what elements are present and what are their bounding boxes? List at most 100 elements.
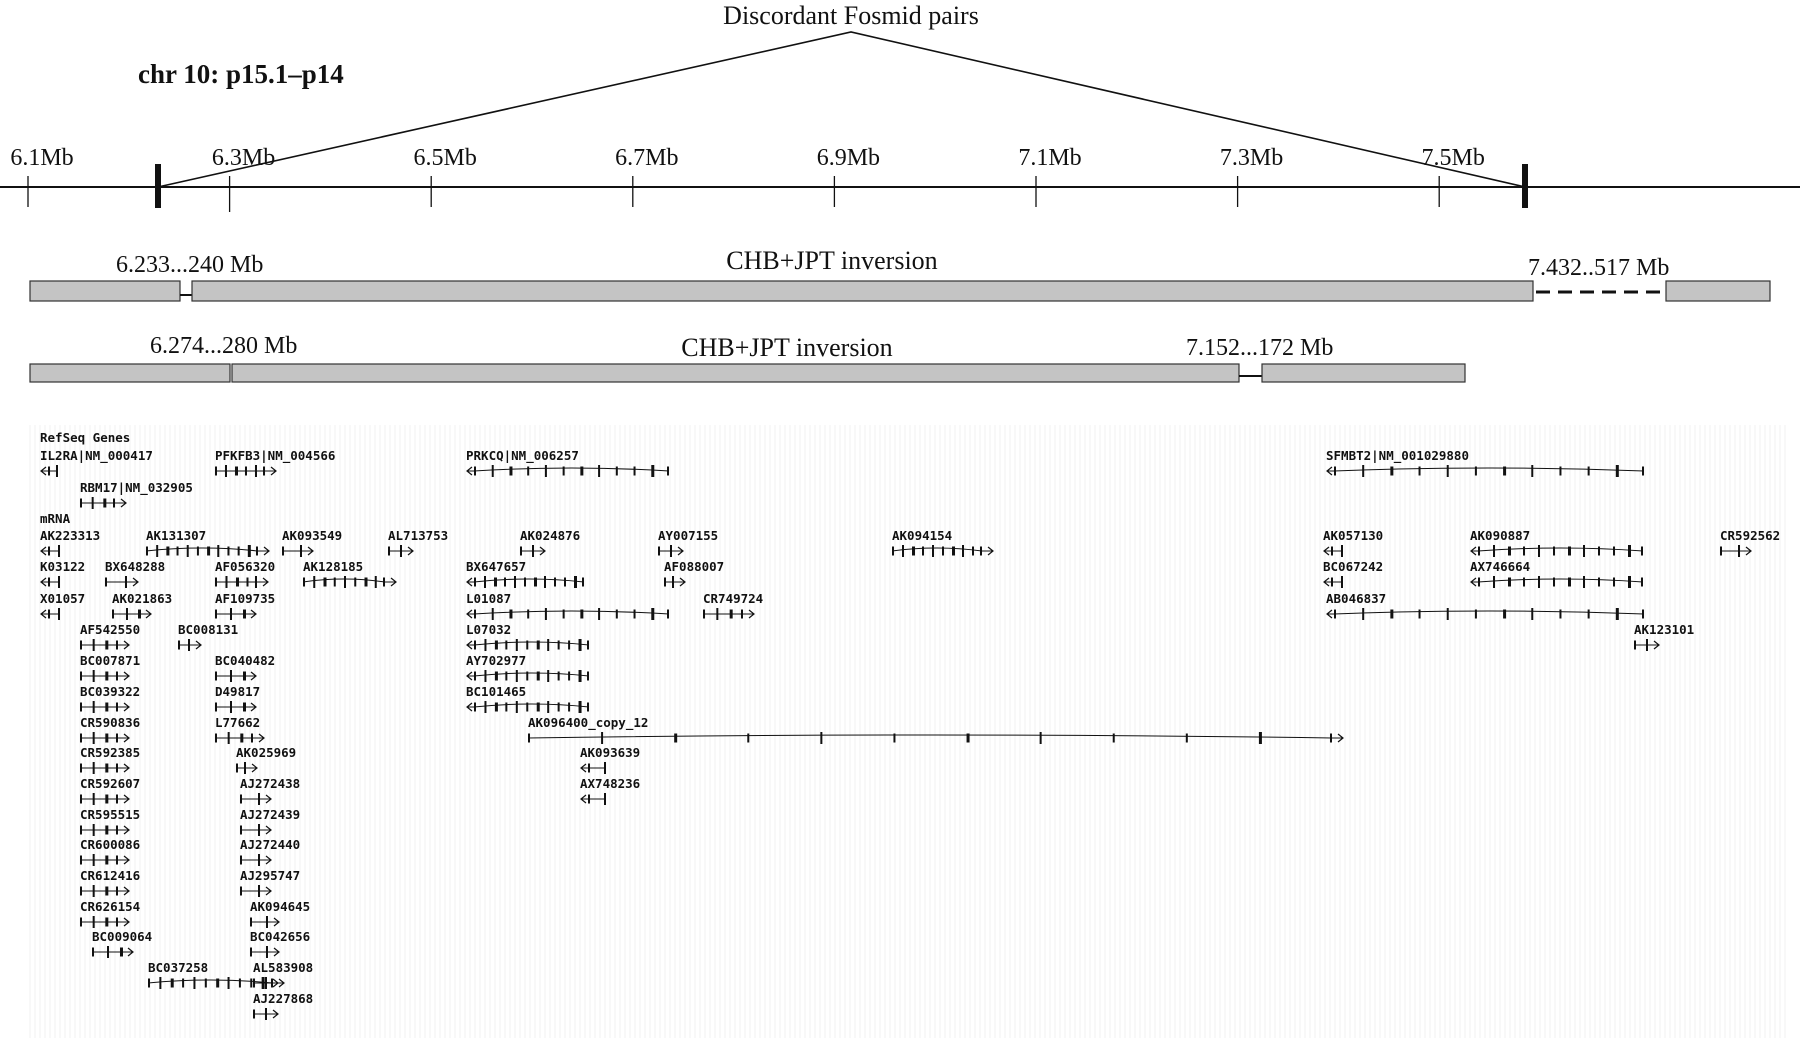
exon-mark	[354, 577, 357, 587]
exon-mark	[1641, 577, 1643, 587]
exon-mark	[588, 763, 590, 773]
exon-mark	[1538, 545, 1540, 557]
strand-arrow	[539, 546, 546, 556]
exon-mark	[524, 577, 526, 587]
exon-mark	[527, 609, 530, 619]
exon-mark	[1568, 546, 1571, 556]
exon-mark	[528, 733, 530, 743]
exon-mark	[892, 546, 894, 556]
axis-tick-label: 7.1Mb	[1018, 145, 1081, 171]
exon-mark	[664, 577, 666, 587]
exon-mark	[300, 545, 302, 557]
gene-label: BC101465	[466, 684, 527, 699]
gene-label: AJ295747	[240, 868, 301, 883]
exon-mark	[1390, 466, 1394, 476]
mrna-feature: CR592385	[80, 746, 250, 776]
exon-mark	[554, 577, 556, 587]
exon-mark	[105, 886, 109, 896]
exon-mark	[105, 917, 109, 927]
exon-mark	[105, 671, 109, 681]
exon-mark	[564, 577, 566, 587]
exon-mark	[1418, 609, 1421, 619]
strand-arrow	[195, 640, 202, 650]
exon-mark	[193, 977, 196, 989]
exon-mark	[225, 465, 227, 477]
exon-mark	[515, 639, 518, 651]
gene-label: CR600086	[80, 837, 141, 852]
gene-label: BX648288	[105, 559, 166, 574]
mrna-feature: CR590836	[80, 716, 250, 746]
gene-label: AX746664	[1470, 559, 1531, 574]
mrna-feature: AY007155	[658, 529, 828, 559]
intron-line	[473, 641, 590, 646]
gene-label: IL2RA|NM_000417	[40, 448, 153, 463]
gene-label: AL713753	[388, 528, 449, 543]
strand-arrow	[123, 855, 130, 865]
exon-mark	[91, 497, 94, 509]
exon-mark	[1331, 546, 1333, 556]
mrna-feature: AK131307	[146, 529, 316, 559]
exon-mark	[120, 947, 123, 957]
strand-arrow	[278, 978, 285, 988]
exon-mark	[514, 576, 516, 588]
mrna-feature: AF088007	[664, 560, 834, 590]
exon-mark	[1362, 608, 1365, 620]
mrna-feature: AK093549	[282, 529, 452, 559]
strand-arrow	[123, 886, 130, 896]
exon-mark	[536, 702, 540, 712]
exon-mark	[92, 701, 95, 713]
gene-label: AK094645	[250, 899, 311, 914]
exon-mark	[48, 577, 50, 587]
gene-glyph	[215, 576, 269, 588]
strand-arrow	[250, 702, 257, 712]
fosmid-breakpoint-right	[1522, 164, 1528, 208]
exon-mark	[1642, 609, 1644, 619]
mrna-feature: AK025969	[236, 746, 406, 776]
gene-label: BC042656	[250, 929, 311, 944]
exon-mark	[243, 609, 246, 619]
exon-mark	[587, 702, 589, 712]
axis-tick-label: 7.5Mb	[1422, 145, 1485, 171]
exon-mark	[243, 702, 246, 712]
inversion-1-main-block	[191, 280, 1534, 302]
exon-mark	[520, 546, 522, 556]
intron-line	[473, 610, 670, 615]
mrna-feature: AK223313	[40, 529, 210, 559]
exon-mark	[1646, 639, 1648, 651]
exon-mark	[1598, 577, 1600, 587]
exon-mark	[1553, 577, 1555, 587]
mrna-feature: AF542550	[80, 623, 250, 653]
gene-glyph	[80, 793, 130, 805]
strand-arrow	[677, 546, 684, 556]
inversion-2-main-block	[231, 363, 1240, 383]
inversion-2-right-breakpoint-label: 7.152...172 Mb	[1186, 335, 1333, 361]
exon-mark	[116, 917, 118, 927]
strand-arrow	[132, 577, 139, 587]
gene-glyph	[1470, 576, 1644, 588]
exon-mark	[92, 916, 95, 928]
exon-mark	[588, 794, 590, 804]
gene-glyph	[520, 545, 546, 557]
gene-label: AK024876	[520, 528, 581, 543]
exon-mark	[263, 466, 265, 476]
gene-label: CR626154	[80, 899, 141, 914]
exon-mark	[1613, 577, 1615, 587]
gene-glyph	[388, 545, 414, 557]
gene-label: AK025969	[236, 745, 297, 760]
gene-label: AJ272439	[240, 807, 301, 822]
exon-mark	[1330, 733, 1332, 743]
exon-mark	[1341, 576, 1343, 588]
exon-mark	[156, 545, 159, 557]
exon-mark	[912, 546, 915, 556]
gene-glyph	[250, 946, 280, 958]
exon-mark	[932, 545, 934, 557]
mrna-feature: BC040482	[215, 654, 385, 684]
gene-glyph	[580, 762, 606, 774]
exon-mark	[204, 978, 207, 988]
exon-mark	[1613, 546, 1615, 556]
exon-mark	[196, 546, 199, 556]
exon-mark	[1503, 466, 1507, 476]
strand-arrow	[1745, 546, 1752, 556]
gene-label: AJ272438	[240, 776, 301, 791]
exon-mark	[729, 609, 733, 619]
